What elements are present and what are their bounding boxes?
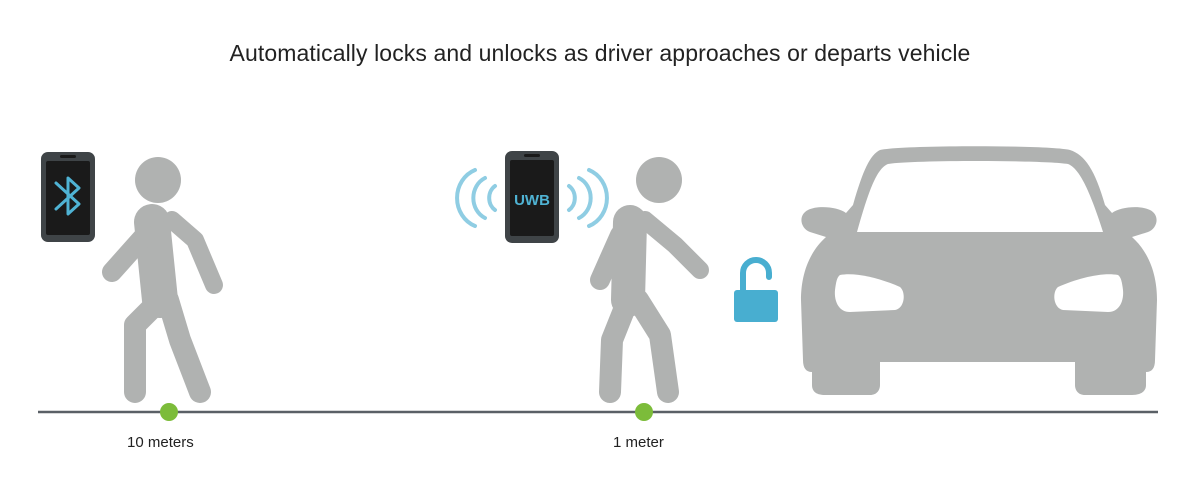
distance-marker-1m <box>635 403 653 421</box>
signal-waves-right-icon <box>567 168 609 228</box>
car-icon <box>801 146 1157 395</box>
walking-person-far-icon <box>102 157 223 403</box>
signal-waves-left-icon <box>455 168 497 228</box>
distance-marker-10m <box>160 403 178 421</box>
distance-label-1m: 1 meter <box>613 434 664 451</box>
car-headlight-right <box>1054 274 1124 312</box>
walking-person-near-icon <box>590 157 709 403</box>
unlocked-padlock-icon <box>734 257 778 322</box>
car-windshield <box>857 161 1103 232</box>
uwb-label: UWB <box>514 192 550 209</box>
uwb-phone-icon: UWB <box>505 151 559 243</box>
car-headlight-left <box>834 274 904 312</box>
bluetooth-icon <box>54 176 81 216</box>
diagram-title: Automatically locks and unlocks as drive… <box>229 40 971 66</box>
bluetooth-phone-icon <box>41 152 95 242</box>
distance-label-10m: 10 meters <box>127 434 194 451</box>
